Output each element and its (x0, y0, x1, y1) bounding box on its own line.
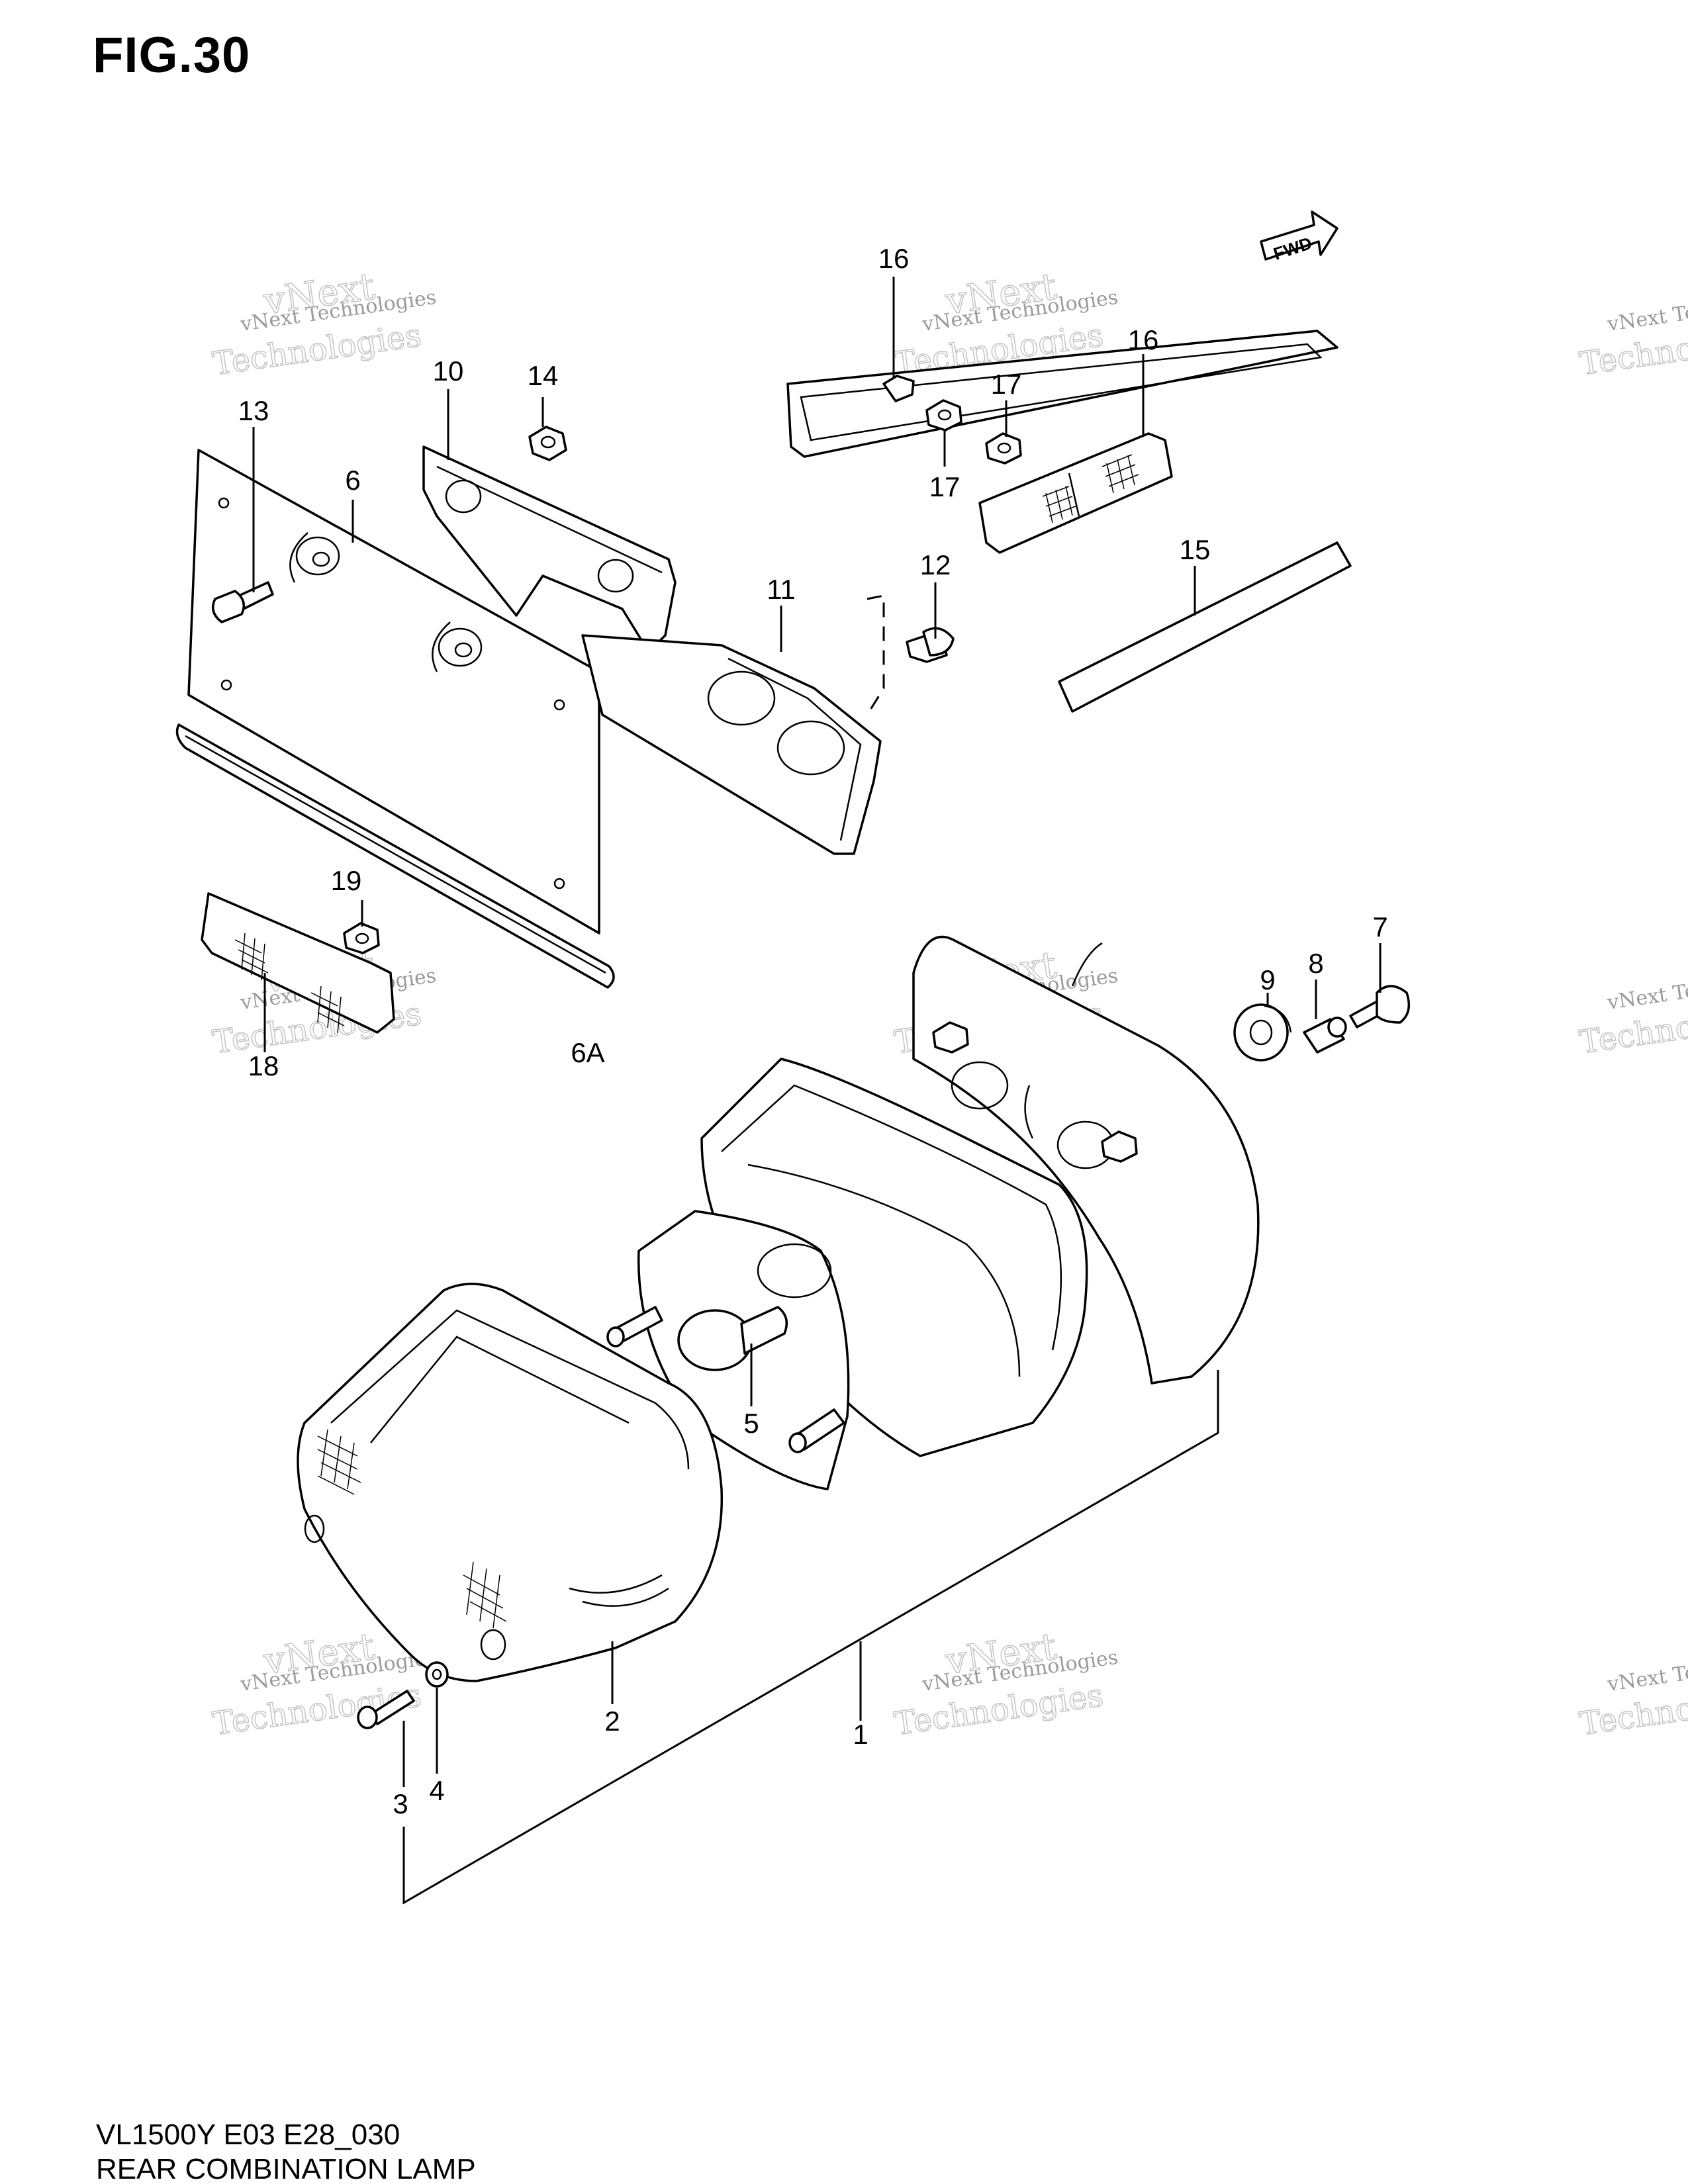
callout-8: 8 (1308, 948, 1323, 979)
callout-labels: 1 2 3 4 5 6 6A 7 8 9 10 11 12 13 14 15 1… (238, 243, 1388, 1819)
callout-7: 7 (1372, 911, 1387, 942)
lamp-lens (297, 1283, 724, 1682)
callout-10: 10 (433, 355, 464, 387)
callout-2: 2 (604, 1706, 620, 1737)
callout-17-lower: 17 (929, 471, 961, 502)
assembly-bracket (402, 1370, 1219, 1905)
callout-13: 13 (238, 395, 269, 426)
watermark-text: vNext Technologies (1605, 1646, 1688, 1696)
collar-8 (1303, 1017, 1347, 1054)
license-plate-bracket (187, 449, 600, 934)
leader-lines (252, 277, 1382, 1787)
model-code: VL1500Y E03 E28_030 (96, 2118, 400, 2151)
lamp-bracket-10 (422, 445, 677, 653)
callout-11: 11 (767, 574, 796, 605)
callout-15: 15 (1180, 534, 1211, 565)
watermark-text: vNext Technologies (1605, 964, 1688, 1015)
callout-16-upper: 16 (878, 243, 910, 274)
reflector-16-lower (978, 432, 1173, 554)
nut-19 (343, 922, 380, 954)
section-name: REAR COMBINATION LAMP (96, 2153, 476, 2184)
bolt-7 (1349, 985, 1411, 1028)
fwd-arrow-icon: FWD (1260, 210, 1338, 264)
callout-6a: 6A (571, 1037, 604, 1068)
lamp-stay-11 (581, 634, 882, 855)
callout-1: 1 (853, 1719, 868, 1750)
tape-strip (1058, 541, 1352, 713)
grommet-9 (1233, 1003, 1292, 1062)
callout-18: 18 (248, 1050, 279, 1081)
screw-3 (357, 1690, 415, 1729)
reflector-16-upper (786, 330, 1338, 458)
watermark-text: vNext Technologies (1605, 286, 1688, 336)
callout-3: 3 (393, 1788, 408, 1819)
callout-9: 9 (1260, 964, 1275, 995)
bulb (677, 1306, 788, 1371)
callout-16-lower: 16 (1128, 324, 1159, 355)
reflector-18 (201, 892, 395, 1034)
callout-14: 14 (528, 360, 559, 391)
bolt-13 (211, 581, 274, 623)
callout-4: 4 (429, 1775, 444, 1806)
bolt-12 (866, 594, 955, 715)
callout-19: 19 (331, 865, 362, 896)
washer-4 (425, 1661, 449, 1688)
callout-6: 6 (345, 465, 360, 496)
nut-17-b (985, 432, 1022, 465)
callout-17-upper: 17 (991, 369, 1022, 400)
nut-14 (528, 426, 567, 461)
trim-strip (175, 723, 615, 989)
nut-17-a (925, 399, 962, 432)
diagram-footer: VL1500Y E03 E28_030 REAR COMBINATION LAM… (96, 2118, 476, 2184)
figure-title: FIG.30 (93, 27, 251, 83)
callout-12: 12 (920, 549, 951, 580)
lamp-housing (700, 935, 1260, 1457)
callout-5: 5 (743, 1408, 759, 1439)
